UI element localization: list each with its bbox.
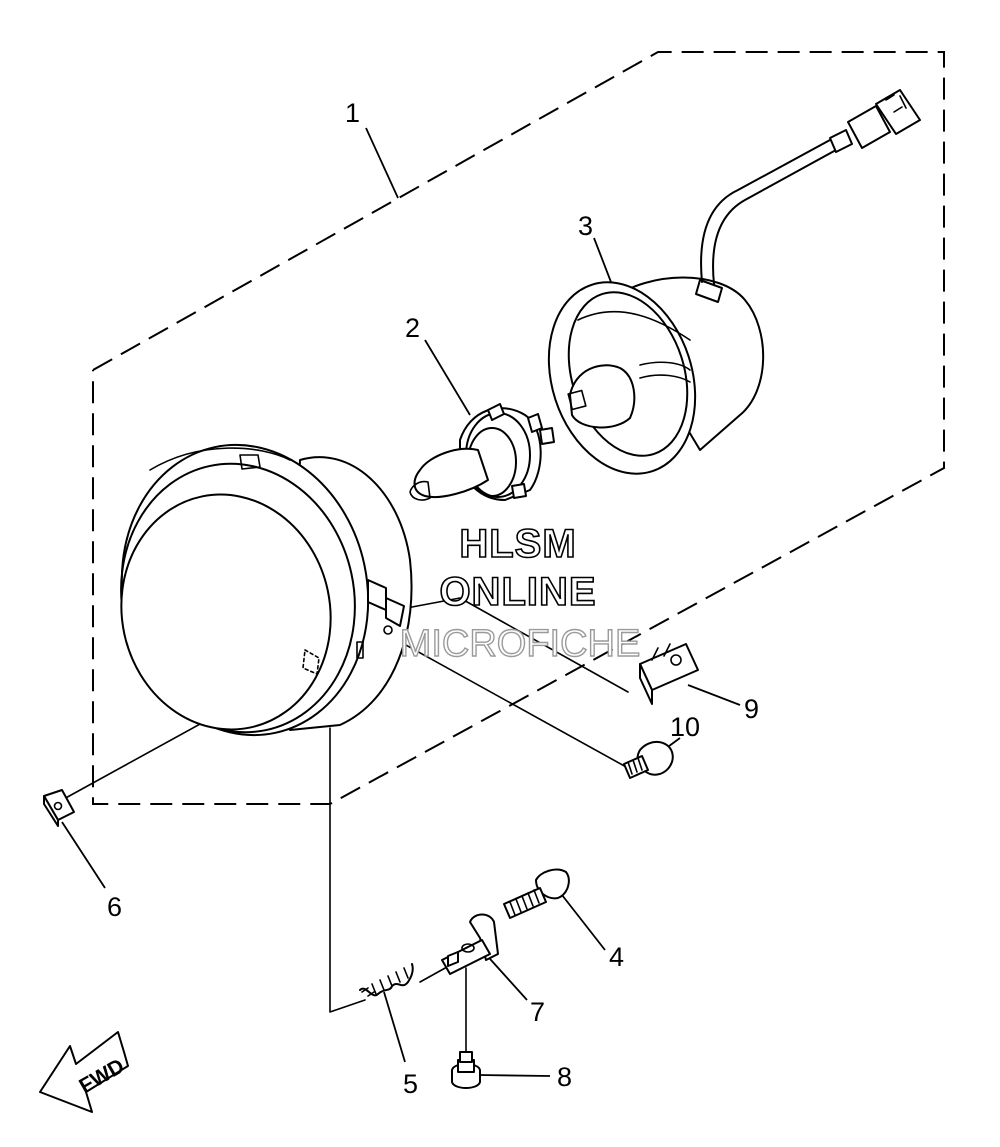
callout-7: 7 <box>530 997 545 1027</box>
fwd-direction-arrow: FWD <box>39 1031 129 1113</box>
watermark-line-1: HLSM <box>459 522 576 566</box>
callout-1: 1 <box>345 98 360 128</box>
callout-3: 3 <box>578 211 593 241</box>
callout-9: 9 <box>744 694 759 724</box>
assembly-boundary <box>92 51 945 805</box>
part-5-spring[interactable] <box>359 963 414 997</box>
part-4-adjusting-screw[interactable] <box>503 868 570 919</box>
watermark-line-2: ONLINE <box>439 570 596 614</box>
watermark-line-3: MICROFICHE <box>400 623 641 665</box>
callout-6: 6 <box>107 892 122 922</box>
headlight-unit[interactable] <box>95 422 413 758</box>
watermark: HLSM ONLINE MICROFICHE <box>399 521 641 666</box>
callout-4: 4 <box>609 942 624 972</box>
callout-numbers: 1 2 3 4 5 6 7 8 9 10 <box>107 98 759 1099</box>
part-3-cover[interactable] <box>525 263 765 493</box>
callout-10: 10 <box>670 712 700 742</box>
part-9-clip[interactable] <box>639 643 699 705</box>
callout-8: 8 <box>557 1062 572 1092</box>
part-7-bracket[interactable] <box>441 913 499 975</box>
wire-harness[interactable] <box>700 89 921 285</box>
callout-5: 5 <box>403 1069 418 1099</box>
callout-2: 2 <box>405 313 420 343</box>
part-10-screw[interactable] <box>623 741 674 779</box>
part-2-bulb[interactable] <box>409 403 555 501</box>
part-8-bolt[interactable] <box>451 1051 481 1089</box>
part-6-square-nut[interactable] <box>43 789 75 827</box>
